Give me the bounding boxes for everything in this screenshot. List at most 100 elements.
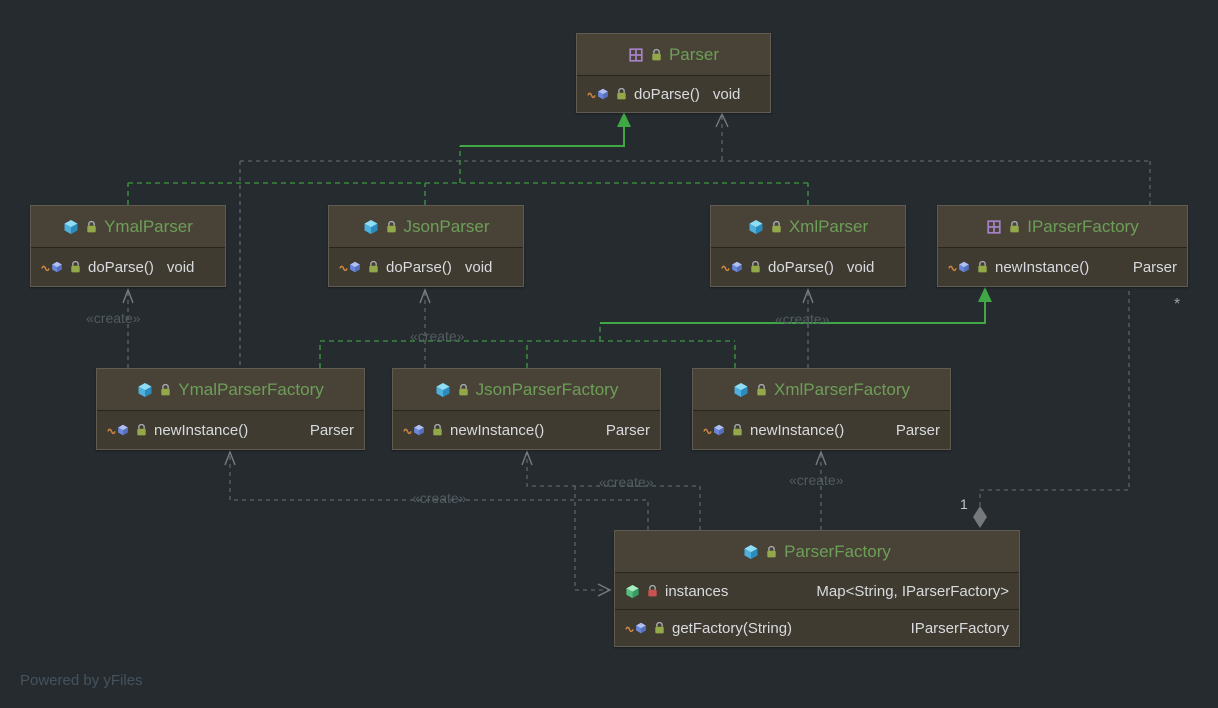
lock-icon <box>756 383 767 397</box>
class-cube-icon <box>748 219 764 235</box>
lock-icon <box>750 260 761 274</box>
member-type: Parser <box>1133 259 1177 276</box>
node-title: YmalParserFactory <box>97 369 364 411</box>
member-name: doParse() <box>634 86 700 103</box>
class-name: IParserFactory <box>1027 217 1138 237</box>
class-node-ymalparserfactory[interactable]: YmalParserFactory newInstance() Parser <box>96 368 365 450</box>
method-icon <box>948 261 970 274</box>
member-row[interactable]: doParse() void <box>31 248 225 286</box>
class-cube-icon <box>743 544 759 560</box>
lock-icon <box>732 423 743 437</box>
member-type: void <box>167 259 195 276</box>
node-title: XmlParserFactory <box>693 369 950 411</box>
edge-label-create-jsonparser: «create» <box>410 328 464 344</box>
class-cube-icon <box>63 219 79 235</box>
node-title: XmlParser <box>711 206 905 248</box>
lock-icon <box>616 87 627 101</box>
class-name: YmalParserFactory <box>178 380 323 400</box>
edge-create-jsonparserfactory[interactable] <box>522 452 700 530</box>
class-name: XmlParserFactory <box>774 380 910 400</box>
lock-icon-private <box>647 584 658 598</box>
lock-icon <box>86 220 97 234</box>
node-title: ParserFactory <box>615 531 1019 573</box>
lock-icon <box>386 220 397 234</box>
member-type: Parser <box>310 422 354 439</box>
node-title: JsonParserFactory <box>393 369 660 411</box>
member-row[interactable]: newInstance() Parser <box>393 411 660 449</box>
method-icon <box>587 88 609 101</box>
class-name: JsonParserFactory <box>476 380 619 400</box>
member-type: void <box>713 86 741 103</box>
method-icon <box>625 622 647 635</box>
member-row[interactable]: newInstance() Parser <box>97 411 364 449</box>
class-name: Parser <box>669 45 719 65</box>
member-name: newInstance() <box>154 422 248 439</box>
method-icon <box>721 261 743 274</box>
member-row[interactable]: newInstance() Parser <box>693 411 950 449</box>
edge-label-create-ymalparserfactory: «create» <box>412 490 466 506</box>
lock-icon <box>432 423 443 437</box>
lock-icon <box>458 383 469 397</box>
lock-icon <box>160 383 171 397</box>
member-type: IParserFactory <box>911 620 1009 637</box>
edge-create-xmlparserfactory[interactable] <box>816 452 826 530</box>
edge-create-xmlparser[interactable] <box>803 290 813 368</box>
lock-icon <box>977 260 988 274</box>
class-cube-icon <box>733 382 749 398</box>
edge-label-create-xmlparser: «create» <box>775 311 829 327</box>
class-node-xmlparserfactory[interactable]: XmlParserFactory newInstance() Parser <box>692 368 951 450</box>
class-node-parserfactory[interactable]: ParserFactory instances Map<String, IPar… <box>614 530 1020 647</box>
edge-aggregation-iparserfactory[interactable] <box>973 288 1129 528</box>
yfiles-watermark: Powered by yFiles <box>20 672 143 689</box>
member-type: Map<String, IParserFactory> <box>816 583 1009 600</box>
interface-grid-icon <box>628 47 644 63</box>
method-icon <box>339 261 361 274</box>
class-name: XmlParser <box>789 217 868 237</box>
class-cube-icon <box>435 382 451 398</box>
field-row[interactable]: instances Map<String, IParserFactory> <box>615 573 1019 609</box>
member-row[interactable]: doParse() void <box>711 248 905 286</box>
class-cube-icon <box>363 219 379 235</box>
member-type: Parser <box>606 422 650 439</box>
class-node-iparserfactory[interactable]: IParserFactory newInstance() Parser <box>937 205 1188 287</box>
class-node-jsonparser[interactable]: JsonParser doParse() void <box>328 205 524 287</box>
member-name: doParse() <box>768 259 834 276</box>
multiplicity-star-label: * <box>1174 296 1180 314</box>
lock-icon <box>771 220 782 234</box>
class-node-xmlparser[interactable]: XmlParser doParse() void <box>710 205 906 287</box>
class-name: ParserFactory <box>784 542 891 562</box>
class-node-jsonparserfactory[interactable]: JsonParserFactory newInstance() Parser <box>392 368 661 450</box>
member-row[interactable]: doParse() void <box>329 248 523 286</box>
lock-icon <box>766 545 777 559</box>
method-icon <box>703 424 725 437</box>
edge-create-ymalparser[interactable] <box>123 290 133 368</box>
class-cube-icon <box>137 382 153 398</box>
lock-icon <box>1009 220 1020 234</box>
member-name: doParse() <box>88 259 154 276</box>
class-node-parser[interactable]: Parser doParse() void <box>576 33 771 113</box>
member-row[interactable]: doParse() void <box>577 76 770 112</box>
node-title: IParserFactory <box>938 206 1187 248</box>
member-type: void <box>465 259 493 276</box>
lock-icon <box>70 260 81 274</box>
member-row[interactable]: getFactory(String) IParserFactory <box>615 609 1019 646</box>
multiplicity-one-label: 1 <box>960 496 968 512</box>
edge-dependency-into-parserfactory[interactable] <box>575 486 610 596</box>
member-type: void <box>847 259 875 276</box>
class-node-ymalparser[interactable]: YmalParser doParse() void <box>30 205 226 287</box>
edge-parsers-implement-parser[interactable] <box>128 112 808 205</box>
lock-icon <box>651 48 662 62</box>
field-cube-icon <box>625 584 640 599</box>
node-title: Parser <box>577 34 770 76</box>
node-title: YmalParser <box>31 206 225 248</box>
member-name: getFactory(String) <box>672 620 792 637</box>
lock-icon <box>368 260 379 274</box>
interface-grid-icon <box>986 219 1002 235</box>
member-name: newInstance() <box>750 422 844 439</box>
method-icon <box>403 424 425 437</box>
node-title: JsonParser <box>329 206 523 248</box>
member-row[interactable]: newInstance() Parser <box>938 248 1187 286</box>
member-name: newInstance() <box>450 422 544 439</box>
edge-label-create-xmlparserfactory: «create» <box>789 472 843 488</box>
